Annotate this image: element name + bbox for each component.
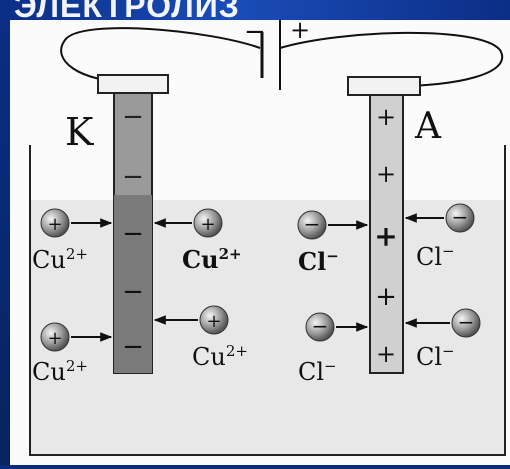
cathode-immersed xyxy=(114,195,152,373)
cu-ion-sign-4: + xyxy=(206,311,221,332)
electrolyte-solution xyxy=(30,200,505,455)
battery-negative-sign: − xyxy=(244,20,266,47)
anode-cap xyxy=(347,76,421,96)
cl-ion-ball-4 xyxy=(451,308,481,338)
vessel-outline xyxy=(29,145,506,456)
cl-ion-label-3: Cl− xyxy=(416,242,455,271)
cu-ion-ball-1 xyxy=(40,208,70,238)
cl-ion-ball-2 xyxy=(305,312,335,342)
left-frame xyxy=(0,0,10,465)
anode-sign-2: + xyxy=(376,160,396,188)
wire-cathode xyxy=(60,27,261,83)
anode-label: A xyxy=(414,106,442,147)
cl-ion-sign-4: − xyxy=(458,310,475,334)
header-band: ЭЛЕКТРОЛИЗ xyxy=(0,0,510,24)
cathode-sign-2: − xyxy=(122,162,144,192)
cu-ion-sign-1: + xyxy=(47,214,62,235)
anode-sign-5: + xyxy=(376,340,396,368)
cu-ion-label-2: Cu2+ xyxy=(32,357,88,386)
cl-ion-ball-3 xyxy=(445,203,475,233)
cu-ion-ball-4 xyxy=(199,305,229,335)
electrolysis-diagram: − + − − − − − K + + + + + A + xyxy=(29,16,506,456)
cl-ion-sign-1: − xyxy=(304,212,321,236)
cu-ion-sign-2: + xyxy=(47,328,62,349)
diagram-panel: − + − − − − − K + + + + + A + xyxy=(10,16,510,465)
anode-sign-1: + xyxy=(376,103,396,131)
cu-ion-sign-3: + xyxy=(200,214,215,235)
cathode-sign-1: − xyxy=(122,102,144,132)
anode xyxy=(369,94,404,374)
cl-ion-sign-3: − xyxy=(452,205,469,229)
cathode-cap xyxy=(97,74,169,94)
cathode-sign-5: − xyxy=(122,332,144,362)
wire-anode xyxy=(279,31,504,87)
cl-ion-sign-2: − xyxy=(312,314,329,338)
anode-sign-3: + xyxy=(374,220,397,253)
cu-ion-ball-3 xyxy=(193,208,223,238)
cu-ion-ball-2 xyxy=(40,322,70,352)
anode-sign-4: + xyxy=(375,282,397,312)
cathode-sign-4: − xyxy=(122,277,144,307)
cathode-label: K xyxy=(65,110,94,154)
cu-ion-label-1: Cu2+ xyxy=(32,245,88,274)
cl-ion-ball-1 xyxy=(297,210,327,240)
battery-positive-sign: + xyxy=(290,20,310,44)
cathode-sign-3: − xyxy=(122,219,144,249)
